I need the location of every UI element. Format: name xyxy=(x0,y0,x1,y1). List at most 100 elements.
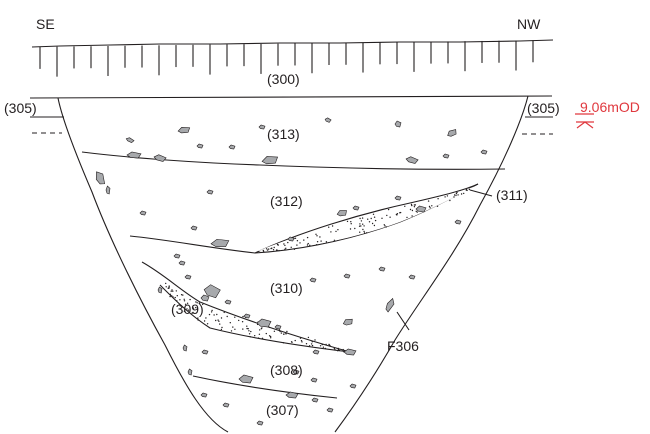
stone xyxy=(343,348,357,356)
stipple-dot xyxy=(346,220,349,223)
stipple-dot xyxy=(316,244,318,246)
stipple-dot xyxy=(363,230,365,233)
stipple-dot xyxy=(373,224,376,227)
stipple-dot xyxy=(241,321,244,323)
stipple-dot xyxy=(411,209,414,212)
stipple-dot xyxy=(414,204,417,206)
stipple-dot xyxy=(453,196,455,198)
stipple-dot xyxy=(171,295,173,297)
stipple-dot xyxy=(330,231,332,233)
stipple-dot xyxy=(381,217,383,219)
stipple-dot xyxy=(220,317,223,319)
stipple-dot xyxy=(229,322,231,324)
stipple-dot xyxy=(325,241,328,243)
stipple-dot xyxy=(208,313,211,316)
stipple-dot xyxy=(278,329,281,331)
stone xyxy=(326,407,334,413)
label-309: (309) xyxy=(171,301,204,317)
stipple-dot xyxy=(284,244,286,247)
stipple-dot xyxy=(373,216,376,218)
stipple-dot xyxy=(221,326,223,329)
stone xyxy=(349,383,357,389)
stipple-dot xyxy=(300,340,303,342)
stipple-dot xyxy=(431,205,433,207)
stipple-dot xyxy=(436,205,439,207)
stipple-dot xyxy=(411,204,413,207)
stipple-dot xyxy=(250,330,252,333)
stipple-dot xyxy=(196,302,198,304)
stone xyxy=(184,274,192,280)
stipple-dot xyxy=(273,246,275,249)
stipple-dot xyxy=(342,348,344,351)
stipple-dot xyxy=(280,332,283,334)
stipple-dot xyxy=(283,243,285,245)
stone xyxy=(324,117,332,123)
stipple-dot xyxy=(362,223,364,225)
stipple-dot xyxy=(176,300,178,302)
stone xyxy=(105,185,111,195)
stipple-dot xyxy=(175,290,177,292)
stone xyxy=(285,391,299,399)
label-300: (300) xyxy=(267,71,300,87)
stone xyxy=(292,369,300,375)
label-308: (308) xyxy=(270,362,303,378)
stipple-dot xyxy=(165,282,167,285)
stipple-dot xyxy=(276,249,278,251)
stone xyxy=(447,129,457,137)
stipple-dot xyxy=(192,307,195,309)
stipple-dot xyxy=(429,207,431,209)
stone xyxy=(157,286,163,294)
leader-311 xyxy=(469,189,493,197)
stone xyxy=(258,124,266,130)
stone xyxy=(224,299,232,305)
stone xyxy=(126,151,142,159)
stipple-dot xyxy=(290,246,292,248)
stipple-dot xyxy=(310,343,313,345)
stone xyxy=(178,260,186,266)
stipple-dot xyxy=(410,203,413,206)
stipple-dot xyxy=(278,249,280,252)
stipple-dot xyxy=(191,312,193,314)
stipple-dot xyxy=(307,242,309,245)
label-305-right: (305) xyxy=(527,100,560,116)
stipple-dot xyxy=(444,196,446,198)
stipple-dot xyxy=(168,285,170,287)
stipple-dot xyxy=(319,236,321,238)
stipple-dot xyxy=(328,226,330,228)
stipple-dot xyxy=(169,295,171,298)
stipple-dot xyxy=(338,349,340,352)
label-310: (310) xyxy=(270,280,303,296)
datum-label: 9.06mOD xyxy=(580,99,640,115)
stipple-dot xyxy=(363,225,365,227)
stipple-dot xyxy=(387,208,390,211)
stipple-dot xyxy=(234,328,236,330)
stone xyxy=(173,253,181,259)
stipple-dot xyxy=(329,345,331,347)
orientation-nw: NW xyxy=(517,16,541,32)
stipple-dot xyxy=(354,227,356,230)
stone xyxy=(187,368,193,376)
stone xyxy=(454,219,462,225)
stipple-dot xyxy=(371,222,374,225)
stipple-dot xyxy=(170,290,172,292)
stipple-dot xyxy=(197,317,199,319)
stipple-dot xyxy=(360,225,362,227)
stone xyxy=(200,392,208,398)
stipple-dot xyxy=(210,311,213,313)
stipple-dot xyxy=(349,228,352,230)
stipple-dot xyxy=(181,306,183,308)
stipple-dot xyxy=(437,198,439,200)
boundary-310-309 xyxy=(141,261,351,353)
stipple-dot xyxy=(183,310,186,312)
stipple-dot xyxy=(265,332,267,335)
stipple-dot xyxy=(172,290,174,292)
stipple-dot xyxy=(337,229,339,231)
stipple-dot xyxy=(257,337,260,339)
stipple-dot xyxy=(324,347,327,350)
stipple-dot xyxy=(333,239,336,241)
stipple-dot xyxy=(186,308,188,310)
stipple-dot xyxy=(413,206,416,208)
stipple-dot xyxy=(273,330,276,332)
stipple-dot xyxy=(260,328,263,330)
